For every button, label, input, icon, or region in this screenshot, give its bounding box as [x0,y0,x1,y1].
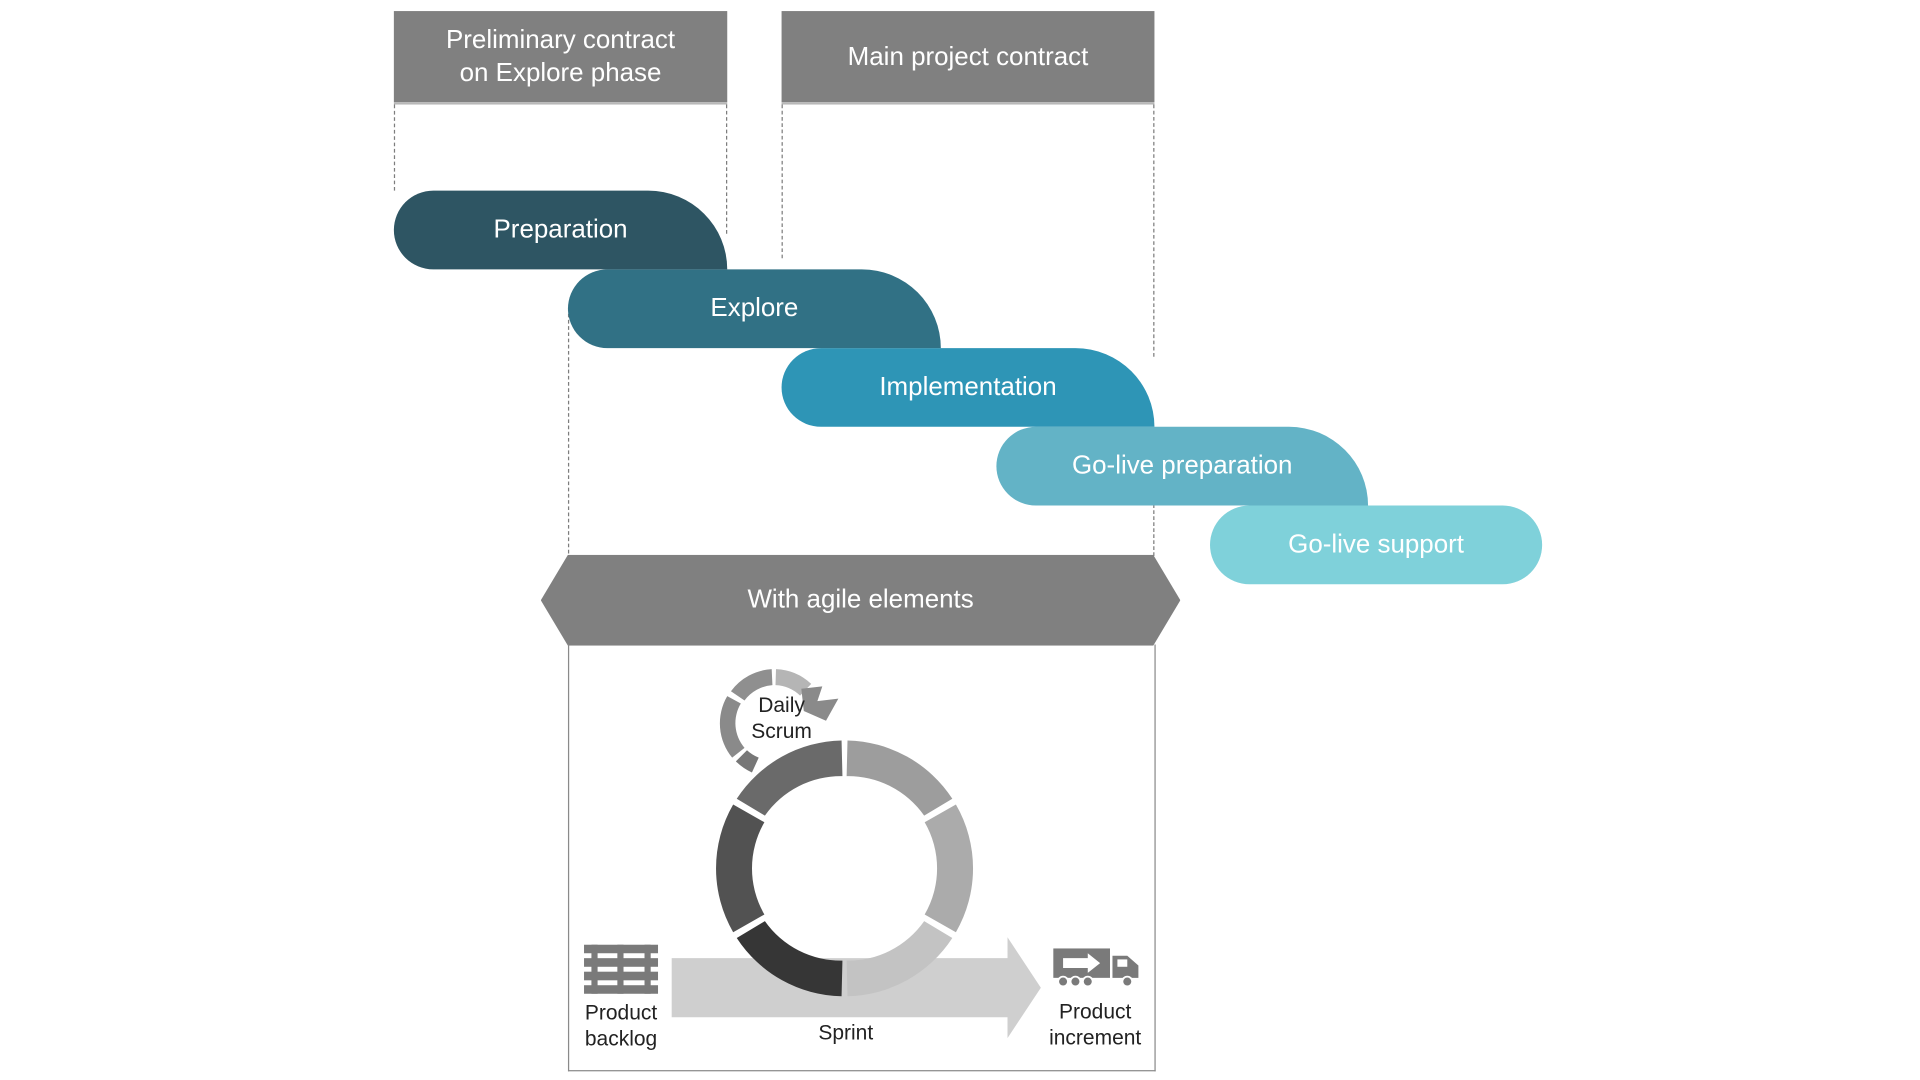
sprint-cycle-ring [716,740,974,997]
delivery-truck-icon [1053,948,1139,988]
ring-segment-2 [924,804,974,933]
ring-segment-6 [736,740,843,816]
guide-line-agile-right [1153,504,1155,556]
phase-label: Go-live support [1288,530,1464,559]
phase-implementation: Implementation [781,348,1155,427]
guide-line-preliminary-right [726,104,728,234]
ring-segment-3 [846,921,953,997]
main-contract-box: Main project contract [781,11,1155,105]
phase-preparation: Preparation [393,190,728,270]
daily-ring-segment-4 [735,750,759,773]
daily-ring-segment-3 [719,696,745,758]
phase-label: Explore [710,293,799,323]
phase-go-live-preparation: Go-live preparation [996,426,1369,506]
phase-label: Go-live preparation [1071,451,1293,480]
daily-scrum-label: Daily Scrum [751,693,812,743]
product-increment-label: Product increment [1049,999,1142,1050]
phase-explore: Explore [567,269,941,349]
agile-elements-banner: With agile elements [540,554,1181,646]
guide-line-preliminary-left [393,104,396,191]
phase-label: Preparation [493,215,628,244]
phase-go-live-support: Go-live support [1210,505,1543,585]
guide-line-main-right [1153,104,1155,357]
daily-scrum-ring [719,669,839,773]
guide-line-agile-left [567,307,570,554]
scrum-cycle-graphic [671,669,1041,1039]
agile-banner-label: With agile elements [747,585,974,614]
product-backlog-label: Product backlog [584,1001,658,1051]
cycle-arrow-icon [801,686,839,721]
agile-elements-box: Daily Scrum Sprint Product backlog Produ… [567,644,1156,1072]
ring-segment-4 [736,921,843,997]
preliminary-contract-box: Preliminary contract on Explore phase [393,11,728,105]
phase-label: Implementation [879,372,1057,401]
ring-segment-5 [716,804,765,933]
sprint-label: Sprint [818,1020,874,1045]
daily-ring-segment-2 [730,669,773,701]
guide-line-main-left [781,104,783,259]
ring-segment-1 [846,740,953,816]
backlog-icon [584,944,659,994]
